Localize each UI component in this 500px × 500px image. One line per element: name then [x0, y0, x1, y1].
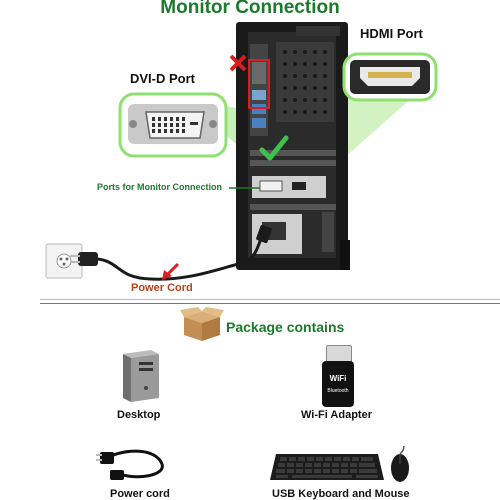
dvi-port-label: DVI-D Port: [130, 71, 195, 86]
package-item-desktop: Desktop: [117, 409, 161, 421]
desktop-tower-image: [123, 350, 159, 402]
power-plug: [78, 252, 98, 266]
package-item-wifi: Wi-Fi Adapter: [301, 409, 372, 421]
wifi-logo: WiFi: [329, 374, 347, 383]
desktop-tower-rear: [236, 22, 350, 270]
package-item-keyboard-mouse: USB Keyboard and Mouse: [272, 488, 410, 500]
fan-grille: [276, 42, 334, 122]
onboard-video-rejected: [248, 59, 270, 109]
dvi-port-zoom: [118, 92, 228, 158]
power-cord-label: Power Cord: [131, 282, 193, 294]
keyboard-mouse-image: [270, 445, 409, 482]
box-icon: [180, 307, 224, 341]
adapter-body: WiFi Bluetooth: [322, 361, 354, 407]
section-divider-bottom: [40, 303, 500, 304]
package-heading: Package contains: [226, 319, 345, 335]
package-item-power-cord: Power cord: [110, 488, 170, 500]
bluetooth-logo: Bluetooth: [327, 388, 349, 394]
hdmi-port-zoom: [342, 52, 438, 102]
red-x-icon: [229, 54, 247, 72]
page-title: Monitor Connection: [160, 0, 340, 18]
green-check-icon: [259, 135, 289, 161]
red-arrow-icon: [162, 262, 180, 280]
ports-for-monitor-label: Ports for Monitor Connection: [97, 182, 222, 192]
monitor-connection-illustration: [40, 22, 500, 300]
hdmi-port-label: HDMI Port: [360, 26, 423, 41]
power-cord-image: [96, 449, 164, 480]
power-cord-cable: [97, 235, 264, 281]
wifi-adapter-image: WiFi Bluetooth: [322, 345, 354, 407]
wall-socket-icon: [45, 243, 83, 279]
